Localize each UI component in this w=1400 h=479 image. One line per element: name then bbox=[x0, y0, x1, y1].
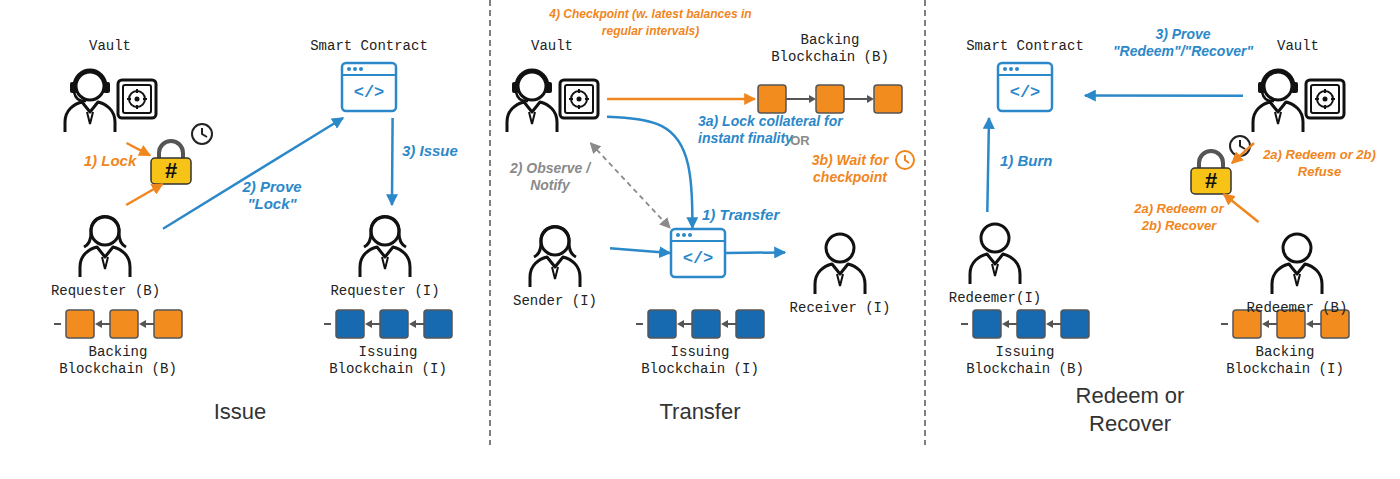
step-label: 2a) Redeem or 2b) Recover bbox=[1125, 200, 1233, 234]
hash-symbol: # bbox=[150, 158, 192, 184]
step-label: 2) Observe / Notify bbox=[500, 160, 600, 194]
or-label: OR bbox=[780, 132, 820, 149]
chain-icon bbox=[961, 310, 1089, 338]
flow-arrow bbox=[591, 143, 671, 228]
blockchain: Backing Blockchain (I) bbox=[1205, 308, 1365, 390]
flow-arrow bbox=[1232, 143, 1254, 163]
section-title: Transfer bbox=[630, 398, 770, 426]
padlock: # bbox=[1190, 150, 1232, 194]
node-label: Vault bbox=[497, 38, 607, 55]
node-label: Issuing Blockchain (B) bbox=[963, 344, 1088, 378]
redeemer-actor: Redeemer (B) bbox=[1242, 222, 1352, 317]
node-label: Vault bbox=[55, 38, 165, 55]
flow-arrow bbox=[391, 118, 394, 205]
blockchain: Issuing Blockchain (I) bbox=[620, 308, 780, 390]
node-label: Issuing Blockchain (I) bbox=[638, 344, 763, 378]
flow-arrow bbox=[610, 248, 670, 253]
step-label: 3) Prove "Redeem"/"Recover" bbox=[1108, 26, 1258, 60]
blockchain: Backing Blockchain (B) bbox=[755, 32, 905, 117]
vault-icon bbox=[65, 70, 156, 132]
clock-icon bbox=[192, 124, 212, 144]
step-label: 2a) Redeem or 2b) Refuse bbox=[1262, 146, 1377, 180]
smart-contract: Smart Contract </> bbox=[310, 38, 428, 118]
node-label: Smart Contract bbox=[965, 38, 1085, 55]
receiver-actor: Receiver (I) bbox=[785, 222, 895, 317]
requester-actor: Requester (I) bbox=[327, 205, 443, 300]
vault-actor: Vault bbox=[497, 38, 607, 143]
section-title: Redeem or Recover bbox=[1065, 382, 1195, 438]
flow-arrow bbox=[163, 118, 343, 229]
node-label: Backing Blockchain (I) bbox=[1223, 344, 1348, 378]
node-label: Issuing Blockchain (I) bbox=[326, 344, 451, 378]
blockchain: Backing Blockchain (B) bbox=[38, 308, 198, 390]
flow-arrow bbox=[987, 118, 989, 212]
padlock-icon bbox=[151, 141, 191, 184]
node-label: Receiver (I) bbox=[785, 300, 895, 317]
padlock-icon bbox=[1191, 151, 1231, 194]
step-label: 4) Checkpoint (w. latest balances in reg… bbox=[543, 6, 758, 40]
vault-actor: Vault bbox=[1243, 38, 1353, 143]
requester-actor: Requester (B) bbox=[48, 205, 163, 300]
step-label: 3) Issue bbox=[402, 142, 482, 159]
blockchain: Issuing Blockchain (I) bbox=[308, 308, 468, 390]
vault-actor: Vault bbox=[55, 38, 165, 143]
chain-icon bbox=[636, 310, 764, 338]
blockchain: Issuing Blockchain (B) bbox=[945, 308, 1105, 390]
panel-divider bbox=[924, 0, 926, 445]
person-icon bbox=[80, 217, 130, 278]
step-label: 3a) Lock collateral for instant finality bbox=[698, 113, 853, 147]
flow-arrow bbox=[607, 117, 692, 228]
clock-icon bbox=[896, 151, 914, 169]
node-label: Vault bbox=[1243, 38, 1353, 55]
flow-arrow bbox=[726, 251, 785, 254]
node-label: Smart Contract bbox=[310, 38, 428, 55]
redeemer-actor: Redeemer(I) bbox=[940, 212, 1050, 307]
node-label: Backing Blockchain (B) bbox=[56, 344, 181, 378]
node-label: Redeemer(I) bbox=[940, 290, 1050, 307]
code-symbol: </> bbox=[310, 75, 428, 111]
step-label: 1) Lock bbox=[75, 152, 145, 169]
node-label: Backing Blockchain (B) bbox=[768, 32, 893, 66]
code-symbol: </> bbox=[965, 75, 1085, 111]
padlock: # bbox=[150, 140, 192, 184]
code-symbol: </> bbox=[670, 241, 726, 277]
step-label: 1) Burn bbox=[1000, 152, 1080, 169]
node-label: Requester (I) bbox=[327, 283, 443, 300]
flow-arrow bbox=[607, 98, 755, 101]
person-icon bbox=[970, 224, 1020, 284]
panel-divider bbox=[489, 0, 491, 445]
section-title: Issue bbox=[180, 398, 300, 426]
smart-contract: Smart Contract </> bbox=[965, 38, 1085, 118]
node-label: Sender (I) bbox=[500, 293, 610, 310]
contract-icon bbox=[671, 229, 725, 277]
chain-icon bbox=[54, 310, 182, 338]
hash-symbol: # bbox=[1190, 168, 1232, 194]
flow-arrow bbox=[1085, 94, 1243, 97]
sender-actor: Sender (I) bbox=[500, 215, 610, 310]
vault-icon bbox=[1253, 70, 1344, 132]
person-icon bbox=[530, 227, 580, 288]
step-label: 1) Transfer bbox=[702, 206, 802, 223]
person-icon bbox=[1272, 234, 1322, 294]
smart-contract: </> bbox=[670, 228, 726, 278]
clock-icon bbox=[1230, 136, 1250, 156]
chain-icon bbox=[758, 85, 902, 113]
node-label: Requester (B) bbox=[48, 283, 163, 300]
vault-icon bbox=[507, 70, 598, 132]
step-label: 2) Prove "Lock" bbox=[232, 178, 312, 212]
chain-icon bbox=[324, 310, 452, 338]
person-icon bbox=[360, 217, 410, 278]
person-icon bbox=[815, 234, 865, 294]
node-label: Redeemer (B) bbox=[1242, 300, 1352, 317]
step-label: 3b) Wait for checkpoint bbox=[800, 152, 900, 186]
flow-arrow bbox=[126, 184, 162, 205]
flow-arrow bbox=[1224, 194, 1259, 222]
